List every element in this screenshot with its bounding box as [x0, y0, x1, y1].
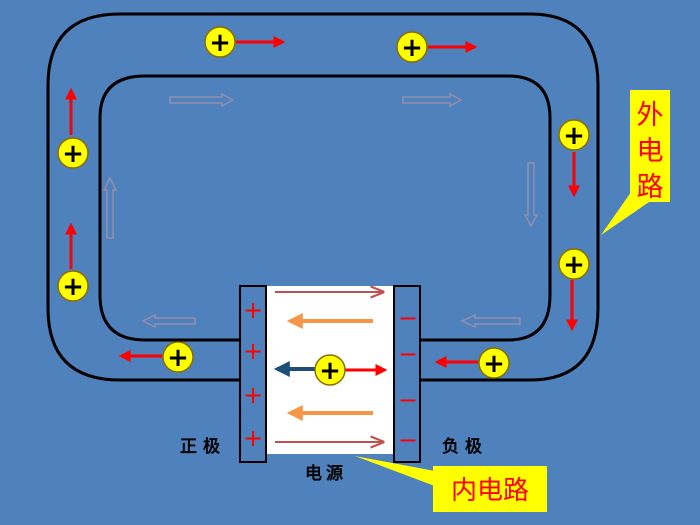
positive-plate-label: 正极: [180, 437, 226, 457]
plate-minus-sign: −: [398, 426, 418, 454]
positive-charge: +: [558, 248, 590, 280]
nonelectric-force-subscript: 非: [289, 350, 298, 362]
positive-plate: [239, 285, 267, 463]
inner-wire: [98, 74, 552, 342]
positive-charges: + + + + + + + +: [57, 26, 590, 386]
current-direction-arrows: [102, 92, 539, 329]
plate-plus-sign: +: [243, 296, 263, 324]
internal-circuit-label: 内电路: [451, 476, 529, 506]
plate-plus-sign: +: [243, 424, 263, 452]
hollow-arrow-right-icon: [169, 92, 235, 108]
internal-circuit-callout: 内电路: [355, 456, 547, 512]
nonelectric-force-label: F: [280, 345, 287, 360]
charge-plus-sign: +: [483, 349, 505, 379]
plate-plus-sign: +: [243, 381, 263, 409]
electric-force-label: F: [366, 346, 372, 359]
plate-minus-sign: −: [398, 304, 418, 332]
charge-plus-sign: +: [563, 121, 585, 151]
callout-box: [433, 466, 547, 512]
hollow-arrow-down-icon: [523, 162, 539, 228]
charge-plus-sign: +: [401, 33, 423, 63]
callout-pointer: [355, 456, 440, 488]
external-circuit-char: 电: [637, 136, 664, 167]
callout-box: [630, 90, 670, 202]
negative-plate: [393, 285, 421, 463]
plate-minus-sign: −: [398, 340, 418, 368]
positive-charge: +: [396, 31, 428, 63]
charge-plus-sign: +: [563, 250, 585, 280]
negative-plate-label: 负极: [442, 436, 488, 457]
charge-plus-sign: +: [167, 343, 189, 373]
plate-minus-sign: −: [398, 386, 418, 414]
wire-loop: [46, 12, 600, 382]
power-source-label: 电源: [305, 463, 347, 484]
external-circuit-char: 外: [637, 100, 664, 131]
charge-plus-sign: +: [62, 272, 84, 302]
hollow-arrow-up-icon: [102, 176, 118, 239]
hollow-arrow-left-icon: [460, 313, 521, 329]
power-source: + + + + − − − − F 非 F 电: [239, 285, 421, 463]
electric-force-subscript: 电: [374, 351, 382, 361]
charge-plus-sign: +: [62, 139, 84, 169]
hollow-arrow-left-icon: [141, 313, 196, 329]
charge-motion-arrows: [65, 36, 580, 368]
positive-charge: +: [57, 270, 89, 302]
positive-charge: +: [478, 347, 510, 379]
plate-plus-sign: +: [243, 337, 263, 365]
positive-charge: +: [204, 26, 236, 58]
positive-charge: +: [57, 137, 89, 169]
hollow-arrow-right-icon: [402, 92, 463, 108]
positive-charge: +: [558, 119, 590, 151]
charge-plus-sign: +: [209, 28, 231, 58]
external-circuit-char: 路: [637, 172, 664, 203]
external-circuit-callout: 外 电 路: [601, 90, 670, 235]
positive-charge: +: [314, 354, 346, 386]
positive-charge: +: [162, 341, 194, 373]
charge-plus-sign: +: [319, 356, 341, 386]
outer-wire: [46, 12, 600, 382]
